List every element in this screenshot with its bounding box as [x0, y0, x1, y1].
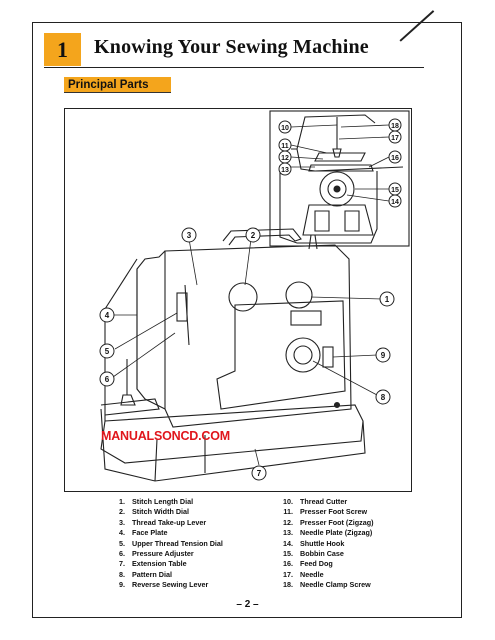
list-item: 14.Shuttle Hook	[283, 538, 345, 548]
inset-head	[291, 114, 404, 172]
list-item: 15.Bobbin Case	[283, 549, 344, 559]
callout-14: 14	[388, 194, 402, 208]
callout-8: 8	[375, 389, 391, 405]
callout-markers: 1 2 3 4 5 6 7 8 9 10 11 12 13 14 15 16 1…	[99, 118, 402, 481]
inset-needle-plate	[308, 164, 374, 172]
svg-text:15: 15	[391, 187, 399, 194]
svg-text:18: 18	[391, 123, 399, 130]
callout-18: 18	[388, 118, 402, 132]
carry-handle	[222, 228, 302, 246]
callout-16: 16	[388, 150, 402, 164]
callout-3: 3	[181, 227, 197, 243]
callout-4: 4	[99, 307, 115, 323]
svg-text:3: 3	[187, 231, 192, 240]
inset-body	[279, 171, 378, 244]
list-item: 3.Thread Take-up Lever	[119, 517, 207, 527]
bed-front-edge	[100, 398, 160, 416]
page-frame	[32, 22, 462, 618]
svg-text:2: 2	[251, 231, 256, 240]
list-item: 17.Needle	[283, 569, 324, 579]
callout-1: 1	[379, 291, 395, 307]
list-item: 16.Feed Dog	[283, 559, 333, 569]
parts-list-left: 1.Stitch Length Dial 2.Stitch Width Dial…	[111, 497, 223, 591]
needle-and-foot	[120, 359, 136, 406]
list-item: 5.Upper Thread Tension Dial	[119, 538, 223, 548]
machine-bed	[100, 404, 364, 464]
svg-text:9: 9	[381, 351, 386, 360]
list-item: 12.Presser Foot (Zigzag)	[283, 517, 374, 527]
sewing-machine-figure: 1 2 3 4 5 6 7 8 9 10 11 12 13 14 15 16 1…	[64, 108, 412, 492]
list-item: 4.Face Plate	[119, 528, 168, 538]
svg-text:11: 11	[281, 143, 289, 150]
list-item: 8.Pattern Dial	[119, 569, 172, 579]
callout-10: 10	[278, 120, 292, 134]
svg-text:17: 17	[391, 135, 399, 142]
section-heading: Principal Parts	[64, 77, 171, 93]
list-item: 2.Stitch Width Dial	[119, 507, 190, 517]
callout-2: 2	[245, 227, 261, 243]
svg-text:7: 7	[257, 469, 262, 478]
stitch-length-dial-shape	[285, 281, 313, 309]
chapter-number: 1	[57, 36, 68, 62]
inset-shuttle-cover	[302, 204, 374, 236]
svg-text:12: 12	[281, 155, 289, 162]
callout-11: 11	[278, 138, 292, 152]
reverse-lever-shape	[322, 346, 334, 368]
watermark-text: MANUALSONCD.COM	[101, 429, 230, 443]
title-rule	[44, 67, 424, 68]
pattern-window	[290, 310, 322, 326]
inset-shuttle-hook	[319, 171, 355, 207]
stitch-width-dial-shape	[228, 282, 258, 312]
inset-needlebar	[332, 117, 342, 158]
svg-text:4: 4	[105, 311, 110, 320]
svg-text:5: 5	[105, 347, 110, 356]
callout-9: 9	[375, 347, 391, 363]
extension-table	[100, 408, 366, 482]
svg-text:10: 10	[281, 125, 289, 132]
chapter-number-badge: 1	[44, 33, 81, 66]
list-item: 7.Extension Table	[119, 559, 187, 569]
callout-12: 12	[278, 150, 292, 164]
svg-text:8: 8	[381, 393, 386, 402]
callout-17: 17	[388, 130, 402, 144]
callout-7: 7	[251, 465, 267, 481]
svg-text:16: 16	[391, 155, 399, 162]
spool-pin	[308, 234, 318, 250]
list-item: 6.Pressure Adjuster	[119, 549, 194, 559]
callout-6: 6	[99, 371, 115, 387]
pattern-dial-shape	[285, 337, 321, 373]
machine-head-end	[136, 250, 166, 410]
svg-text:13: 13	[281, 167, 289, 174]
machine-arm-opening	[216, 300, 346, 410]
callout-15: 15	[388, 182, 402, 196]
section-heading-label: Principal Parts	[68, 78, 149, 91]
list-item: 9.Reverse Sewing Lever	[119, 580, 209, 590]
svg-text:14: 14	[391, 199, 399, 206]
inset-frame	[269, 110, 410, 247]
list-item: 13.Needle Plate (Zigzag)	[283, 528, 373, 538]
extension-table-lines	[154, 435, 206, 482]
svg-text:1: 1	[385, 295, 390, 304]
callout-5: 5	[99, 343, 115, 359]
list-item: 1.Stitch Length Dial	[119, 497, 194, 506]
callout-13: 13	[278, 162, 292, 176]
sewing-machine-illustration: 1 2 3 4 5 6 7 8 9 10 11 12 13 14 15 16 1…	[99, 110, 410, 482]
parts-list-right: 10.Thread Cutter 11.Presser Foot Screw 1…	[279, 497, 373, 591]
page-number: – 2 –	[236, 599, 259, 610]
tension-dial-rect	[176, 292, 188, 322]
inset-bobbin-case	[327, 179, 347, 199]
list-item: 11.Presser Foot Screw	[283, 507, 368, 517]
svg-text:6: 6	[105, 375, 110, 384]
inset-cover-tabs	[314, 210, 360, 232]
list-item: 18.Needle Clamp Screw	[283, 580, 371, 590]
callout-leaders	[112, 124, 390, 466]
machine-body	[164, 244, 352, 428]
page-title: Knowing Your Sewing Machine	[94, 36, 369, 58]
list-item: 10.Thread Cutter	[283, 497, 348, 506]
